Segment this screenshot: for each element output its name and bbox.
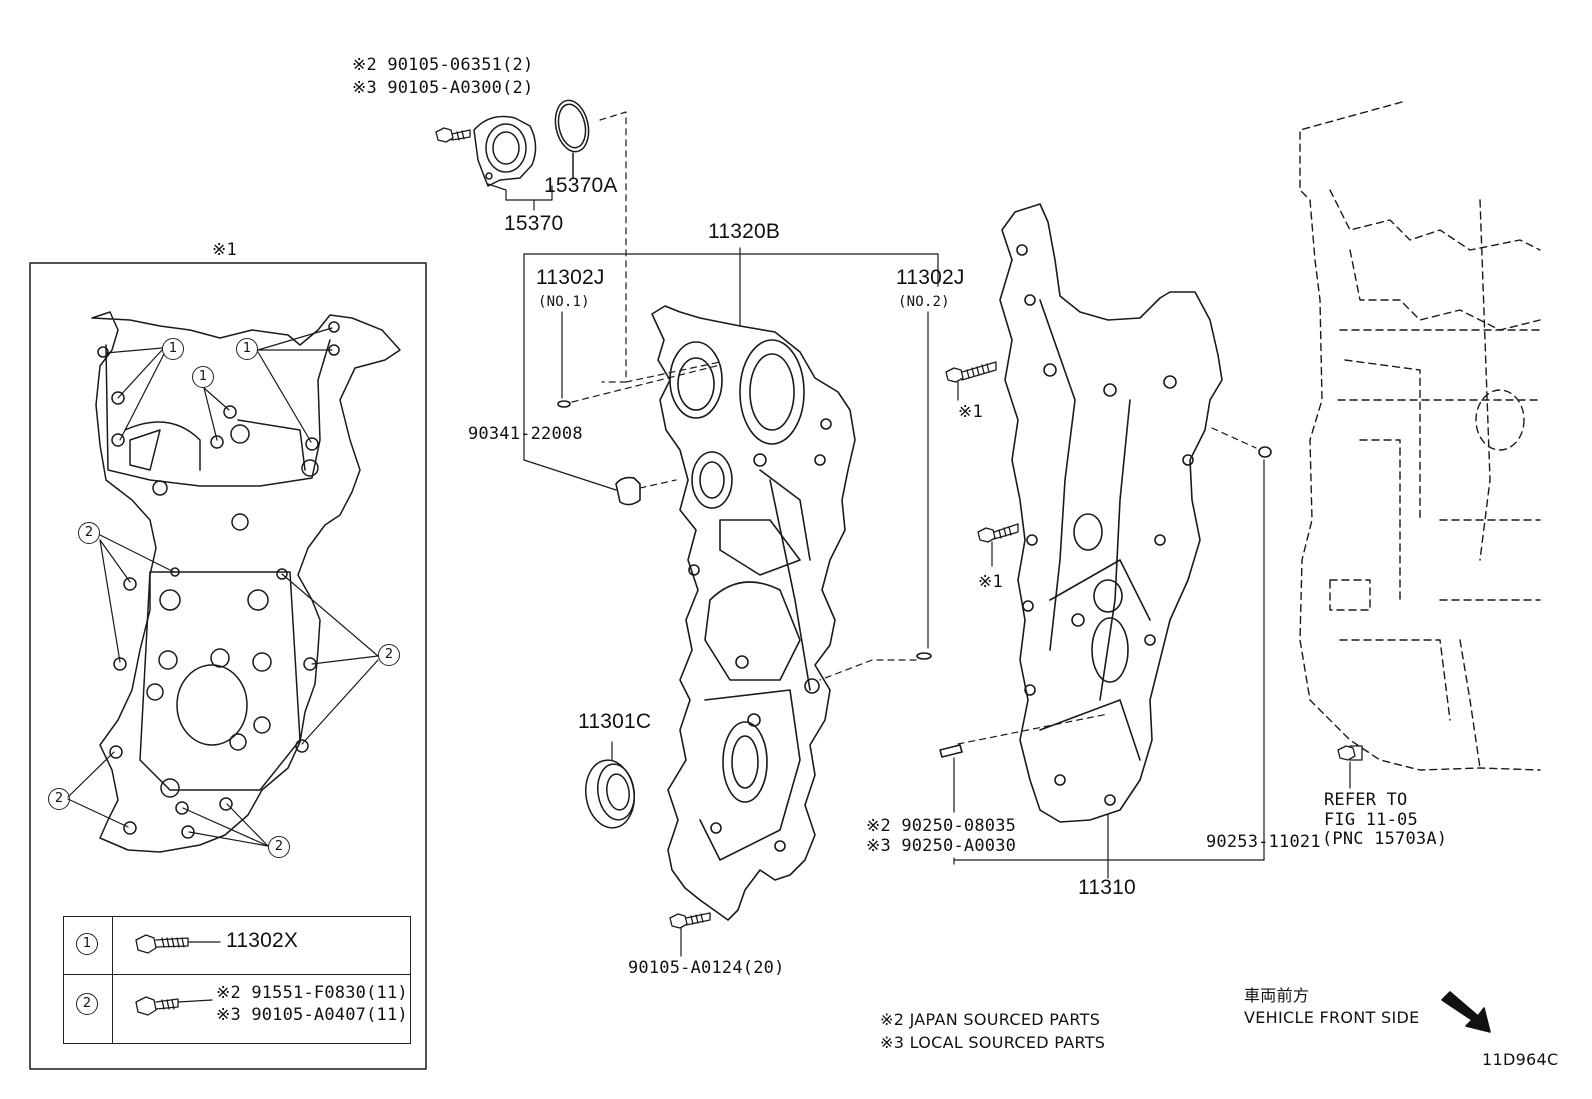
- dashed-15370: [599, 111, 627, 383]
- cover-15370-drawing: [473, 115, 537, 187]
- direction-label-en: VEHICLE FRONT SIDE: [1244, 1008, 1420, 1027]
- engine-block-outline: [1299, 101, 1541, 771]
- label-11302J-no1: 11302J: [536, 266, 605, 289]
- callout-1: 1: [236, 338, 258, 360]
- plug-11301-drawing: [615, 476, 677, 506]
- label-pin-japan: ※2 90250-08035: [866, 816, 1017, 836]
- gasket-drawing: [91, 311, 401, 853]
- legend-bolt-2-icon: [135, 996, 213, 1016]
- bolt-90105-icon: [435, 127, 471, 143]
- label-11320B: 11320B: [708, 220, 781, 243]
- bolt-star1-b-icon: [977, 523, 1019, 567]
- callout-2: 2: [378, 644, 400, 666]
- kit-marker: ※1: [212, 240, 237, 260]
- callout-2: 2: [48, 788, 70, 810]
- legend-part-11302X: 11302X: [226, 929, 299, 952]
- oring-15370A-drawing: [554, 99, 590, 179]
- label-90253-11021: 90253-11021: [1206, 832, 1321, 852]
- legend-part-local: ※3 90105-A0407(11): [216, 1005, 408, 1025]
- label-bolt-top-local: ※3 90105-A0300(2): [352, 78, 534, 98]
- label-refer-2: FIG 11-05: [1324, 810, 1418, 830]
- callout-2: 2: [78, 522, 100, 544]
- label-11310: 11310: [1078, 876, 1136, 899]
- direction-label-jp: 車両前方: [1244, 986, 1310, 1005]
- label-11302J-no1-sub: (NO.1): [538, 294, 590, 310]
- label-15370: 15370: [504, 212, 564, 235]
- callout-1: 1: [162, 338, 184, 360]
- label-star1-a: ※1: [958, 402, 983, 422]
- note-japan-sourced: ※2 JAPAN SOURCED PARTS: [880, 1010, 1101, 1029]
- kit-legend-table: 1 11302X 2 ※2 91551-F0830(11) ※3 90105-A…: [63, 916, 411, 1044]
- bolt-star1-a-icon: [945, 361, 997, 401]
- note-local-sourced: ※3 LOCAL SOURCED PARTS: [880, 1033, 1106, 1052]
- label-90341-22008: 90341-22008: [468, 424, 583, 444]
- dowel-pin-drawing: [939, 744, 963, 813]
- bolt-15703A-icon: [1337, 745, 1363, 789]
- label-11302J-no2: 11302J: [896, 266, 965, 289]
- label-11301C: 11301C: [578, 710, 652, 733]
- legend-key-1: 1: [76, 933, 98, 955]
- label-15370A: 15370A: [544, 174, 618, 197]
- arrow-down-right-icon: [1441, 991, 1491, 1033]
- label-bolt-top-japan: ※2 90105-06351(2): [352, 55, 534, 75]
- label-star1-b: ※1: [978, 572, 1003, 592]
- bolt-90105-A0124-icon: [669, 912, 711, 957]
- legend-row-1: 1 11302X: [64, 917, 410, 975]
- legend-part-japan: ※2 91551-F0830(11): [216, 983, 408, 1003]
- legend-bolt-1-icon: [135, 934, 221, 954]
- callout-2: 2: [268, 836, 290, 858]
- label-11302J-no2-sub: (NO.2): [898, 294, 950, 310]
- leader-15370: [487, 183, 553, 201]
- diagram-id: 11D964C: [1482, 1050, 1559, 1069]
- kit-box: [29, 262, 427, 1070]
- callout-1: 1: [192, 366, 214, 388]
- timing-cover-11320B-drawing: [651, 305, 856, 921]
- label-refer-3: (PNC 15703A): [1322, 829, 1448, 849]
- label-refer-1: REFER TO: [1324, 790, 1408, 810]
- label-pin-local: ※3 90250-A0030: [866, 836, 1017, 856]
- timing-cover-11310-drawing: [999, 203, 1223, 823]
- oil-seal-11301C-drawing: [585, 741, 635, 829]
- kit-leader-lines: [67, 327, 379, 847]
- legend-key-2: 2: [76, 993, 98, 1015]
- label-90105-A0124: 90105-A0124(20): [628, 958, 785, 978]
- legend-row-2: 2 ※2 91551-F0830(11) ※3 90105-A0407(11): [64, 975, 410, 1043]
